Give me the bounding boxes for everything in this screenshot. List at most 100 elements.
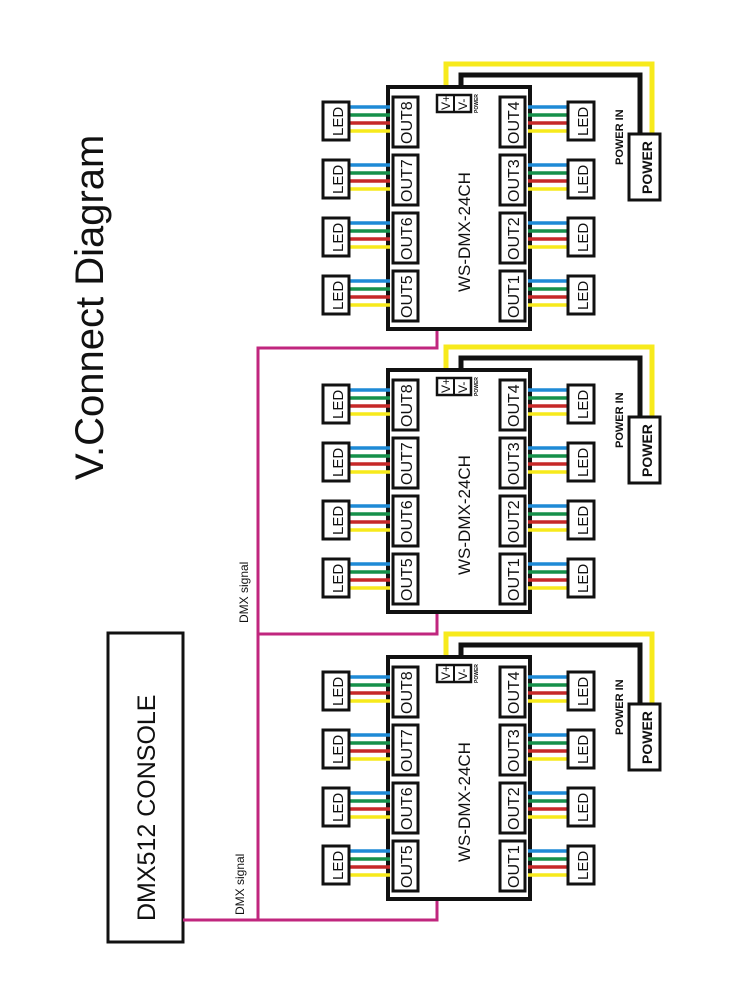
led-strip: LED <box>321 274 351 316</box>
led-label: LED <box>330 564 347 593</box>
led-box <box>321 557 351 599</box>
output-port-label: OUT4 <box>506 384 523 427</box>
led-box <box>321 670 351 712</box>
led-box <box>566 728 596 770</box>
led-label: LED <box>330 448 347 477</box>
output-port-box <box>498 269 527 323</box>
dmx-line-segment <box>258 614 439 636</box>
led-label: LED <box>330 390 347 419</box>
led-box <box>566 441 596 483</box>
led-strip: LED <box>321 499 351 541</box>
led-strip: LED <box>321 383 351 425</box>
led-box <box>321 499 351 541</box>
model-label: WS-DMX-24CH <box>455 172 474 292</box>
output-port-box <box>498 665 527 719</box>
output-port-label: OUT6 <box>399 217 416 260</box>
led-strip: LED <box>321 786 351 828</box>
output-port-box <box>391 781 420 835</box>
output-port-box <box>391 723 420 777</box>
output-port-box <box>391 839 420 893</box>
led-label: LED <box>575 677 592 706</box>
power-in-label: POWER IN <box>614 679 626 735</box>
controller-unit: V+V-POWERWS-DMX-24CHOUT8LEDOUT7LEDOUT6LE… <box>321 344 662 614</box>
output-port-box <box>391 95 420 149</box>
output-port-box <box>391 552 420 606</box>
led-box <box>321 441 351 483</box>
led-label: LED <box>575 506 592 535</box>
power-wire-positive <box>443 344 655 417</box>
led-label: LED <box>330 506 347 535</box>
led-label: LED <box>575 564 592 593</box>
led-strip: LED <box>321 557 351 599</box>
output-port-label: OUT5 <box>399 558 416 601</box>
output-port-box <box>498 211 527 265</box>
terminal-v-plus: V+ <box>439 95 453 110</box>
power-wire-positive <box>443 631 655 704</box>
output-port-box <box>498 723 527 777</box>
led-box <box>321 786 351 828</box>
terminal-caption: POWER <box>474 664 480 683</box>
output-port: OUT5 LED <box>321 269 420 323</box>
led-box <box>321 100 351 142</box>
power-box-label: POWER <box>639 141 655 194</box>
output-port-box <box>498 839 527 893</box>
led-box <box>566 100 596 142</box>
output-port-box <box>498 153 527 207</box>
terminal-v-minus: V- <box>456 382 470 393</box>
led-strip: LED <box>321 670 351 712</box>
output-port-label: OUT3 <box>506 729 523 772</box>
output-port-label: OUT1 <box>506 558 523 601</box>
output-port-box <box>498 378 527 432</box>
output-port-label: OUT4 <box>506 671 523 714</box>
dmx-signal-label: DMX signal <box>237 562 251 623</box>
led-box <box>321 844 351 886</box>
led-box <box>566 786 596 828</box>
led-box <box>321 216 351 258</box>
output-port-label: OUT3 <box>506 159 523 202</box>
led-label: LED <box>330 793 347 822</box>
led-box <box>566 557 596 599</box>
output-port-box <box>498 95 527 149</box>
diagram-title: V.Connect Diagram <box>68 135 112 480</box>
led-strip: LED <box>566 274 596 316</box>
output-port-label: OUT7 <box>399 442 416 485</box>
led-box <box>566 158 596 200</box>
output-port-box <box>391 378 420 432</box>
led-box <box>566 274 596 316</box>
controller-unit: V+V-POWERWS-DMX-24CHOUT8LEDOUT7LEDOUT6LE… <box>321 61 662 331</box>
power-supply: POWER <box>627 132 662 202</box>
terminal-v-minus: V- <box>456 99 470 110</box>
led-strip: LED <box>566 441 596 483</box>
led-label: LED <box>575 223 592 252</box>
led-label: LED <box>330 107 347 136</box>
output-port-label: OUT5 <box>399 275 416 318</box>
output-port-label: OUT1 <box>506 275 523 318</box>
led-strip: LED <box>566 557 596 599</box>
output-port-label: OUT2 <box>506 787 523 830</box>
output-port-box <box>391 665 420 719</box>
output-port-box <box>498 552 527 606</box>
terminal-caption: POWER <box>474 94 480 113</box>
power-supply: POWER <box>627 415 662 485</box>
led-box <box>321 383 351 425</box>
led-strip: LED <box>566 499 596 541</box>
led-strip: LED <box>321 844 351 886</box>
output-port: OUT4 LED <box>498 665 596 719</box>
led-box <box>321 728 351 770</box>
led-strip: LED <box>566 383 596 425</box>
output-port-label: OUT1 <box>506 845 523 888</box>
led-label: LED <box>330 677 347 706</box>
controller-unit: V+V-POWERWS-DMX-24CHOUT8LEDOUT7LEDOUT6LE… <box>321 631 662 901</box>
output-port-box <box>391 269 420 323</box>
output-port-label: OUT3 <box>506 442 523 485</box>
